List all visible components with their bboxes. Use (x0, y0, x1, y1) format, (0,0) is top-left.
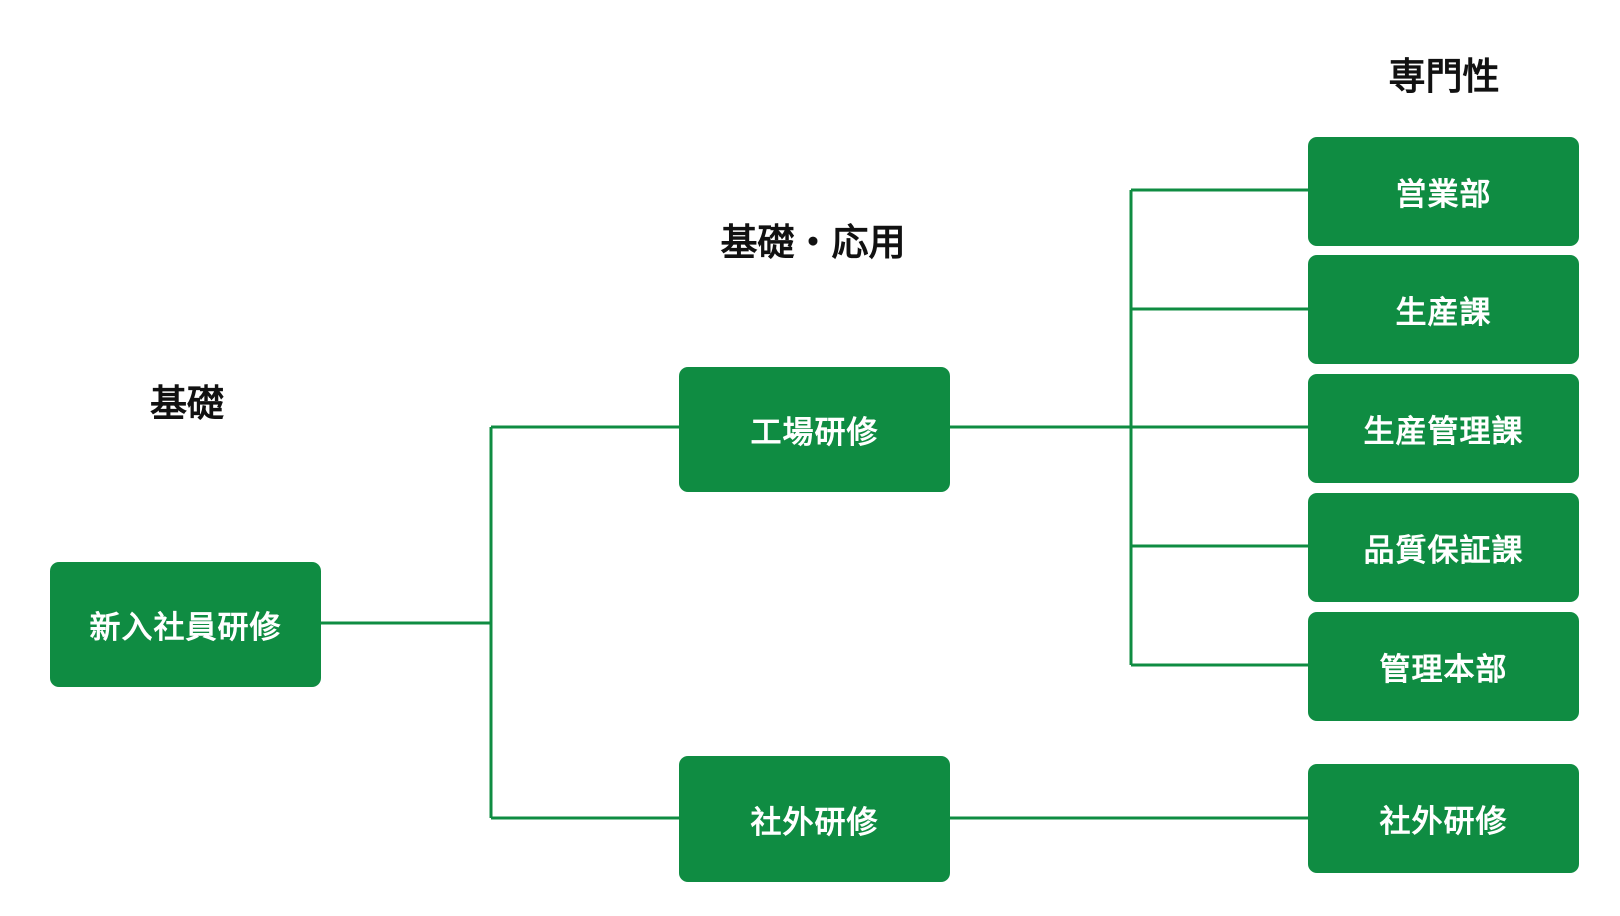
node-dept-sales: 営業部 (1308, 137, 1579, 246)
node-new-employee-training: 新入社員研修 (50, 562, 321, 687)
node-dept-production: 生産課 (1308, 255, 1579, 364)
column-label-applied: 基礎・応用 (720, 221, 906, 264)
column-label-specialized: 専門性 (1388, 55, 1500, 98)
node-factory-training: 工場研修 (679, 367, 950, 492)
node-dept-administration: 管理本部 (1308, 612, 1579, 721)
node-dept-production-control: 生産管理課 (1308, 374, 1579, 483)
node-external-training-specialized: 社外研修 (1308, 764, 1579, 873)
column-label-basic: 基礎 (150, 382, 224, 425)
node-dept-quality-assurance: 品質保証課 (1308, 493, 1579, 602)
node-external-training: 社外研修 (679, 756, 950, 882)
